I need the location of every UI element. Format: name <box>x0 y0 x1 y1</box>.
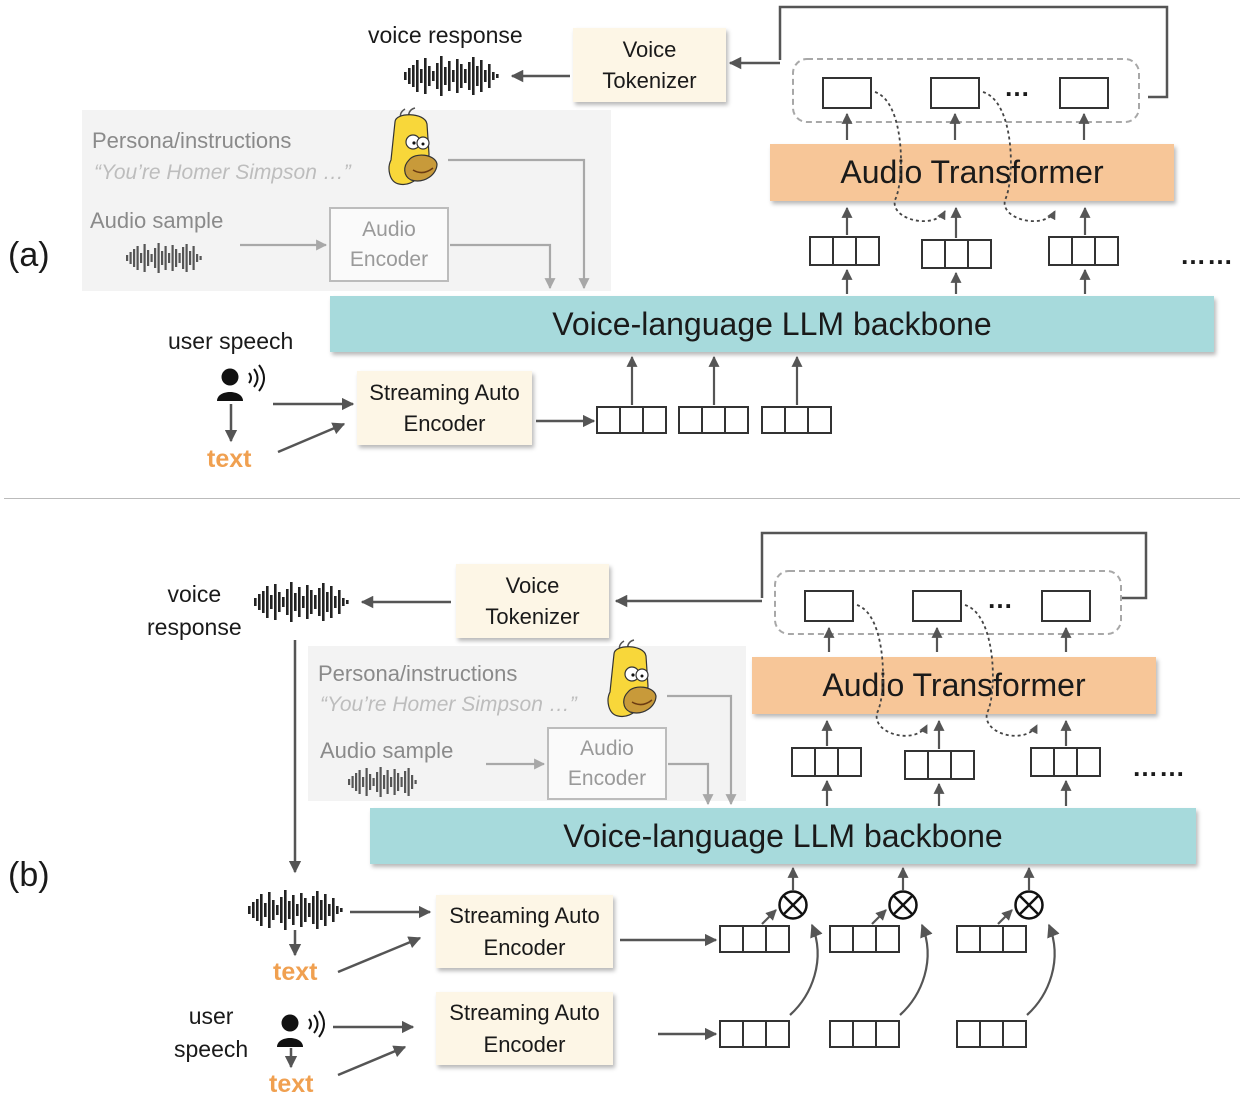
panel-b-label: (b) <box>8 856 50 894</box>
audio-transformer-a: Audio Transformer <box>770 144 1174 201</box>
output-token-box-a3 <box>1059 77 1109 109</box>
audio-encoder-b: Audio Encoder <box>547 727 667 800</box>
persona-quote-b: “You’re Homer Simpson …” <box>320 693 577 716</box>
output-token-box-b3 <box>1041 590 1091 622</box>
waveform-icon <box>404 56 499 96</box>
voice-response-label-a: voice response <box>368 22 523 48</box>
audio-encoder-a: Audio Encoder <box>329 207 449 282</box>
user-speech-label-a: user speech <box>168 328 294 354</box>
multiply-icon <box>1014 890 1044 920</box>
panel-a-label: (a) <box>8 236 50 274</box>
persona-title-a: Persona/instructions <box>92 128 292 153</box>
multiply-icon <box>778 890 808 920</box>
token-block-icon <box>719 925 790 953</box>
audio-sample-label-a: Audio sample <box>90 208 224 233</box>
output-token-box-b1 <box>804 590 854 622</box>
waveform-icon <box>248 890 343 930</box>
token-block-icon <box>596 406 667 434</box>
audio-transformer-b: Audio Transformer <box>752 657 1156 714</box>
streaming-encoder-bottom-b: Streaming Auto Encoder <box>436 992 613 1065</box>
text-label-top-b: text <box>273 958 318 986</box>
output-token-box-b2 <box>912 590 962 622</box>
token-block-icon <box>956 925 1027 953</box>
speaker-icon <box>217 364 265 401</box>
token-block-icon <box>904 750 975 780</box>
token-block-icon <box>809 236 880 266</box>
user-speech-label-b: user speech <box>174 1003 249 1063</box>
text-label-bottom-b: text <box>269 1070 314 1098</box>
output-token-box-a1 <box>822 77 872 109</box>
token-block-icon <box>956 1020 1027 1048</box>
token-block-icon <box>678 406 749 434</box>
voice-response-label-b: voice response <box>147 581 242 641</box>
waveform-icon <box>254 582 349 622</box>
persona-title-b: Persona/instructions <box>318 661 518 686</box>
text-label-a: text <box>207 445 252 473</box>
continuation-dots-a: …… <box>1180 240 1234 270</box>
continuation-dots-b: …… <box>1132 752 1186 782</box>
llm-backbone-a: Voice-language LLM backbone <box>330 296 1214 352</box>
multiply-icon <box>888 890 918 920</box>
token-block-icon <box>829 925 900 953</box>
voice-tokenizer-b: Voice Tokenizer <box>456 564 609 638</box>
voice-tokenizer-a: Voice Tokenizer <box>573 28 726 102</box>
token-block-icon <box>921 239 992 269</box>
audio-sample-label-b: Audio sample <box>320 738 454 763</box>
streaming-encoder-a: Streaming Auto Encoder <box>357 371 532 445</box>
waveform-icon <box>126 243 202 273</box>
token-block-icon <box>791 747 862 777</box>
llm-backbone-b: Voice-language LLM backbone <box>370 808 1196 864</box>
token-block-icon <box>761 406 832 434</box>
output-dots-b: … <box>987 584 1014 614</box>
token-block-icon <box>719 1020 790 1048</box>
output-dots-a: … <box>1004 72 1031 102</box>
waveform-icon <box>348 767 417 797</box>
homer-icon <box>607 639 657 718</box>
output-token-box-a2 <box>930 77 980 109</box>
homer-icon <box>388 107 438 186</box>
streaming-encoder-top-b: Streaming Auto Encoder <box>436 895 613 968</box>
panel-divider <box>4 498 1240 499</box>
token-block-icon <box>1048 236 1119 266</box>
token-block-icon <box>829 1020 900 1048</box>
token-block-icon <box>1030 747 1101 777</box>
speaker-icon <box>277 1010 325 1047</box>
persona-quote-a: “You’re Homer Simpson …” <box>94 161 351 184</box>
